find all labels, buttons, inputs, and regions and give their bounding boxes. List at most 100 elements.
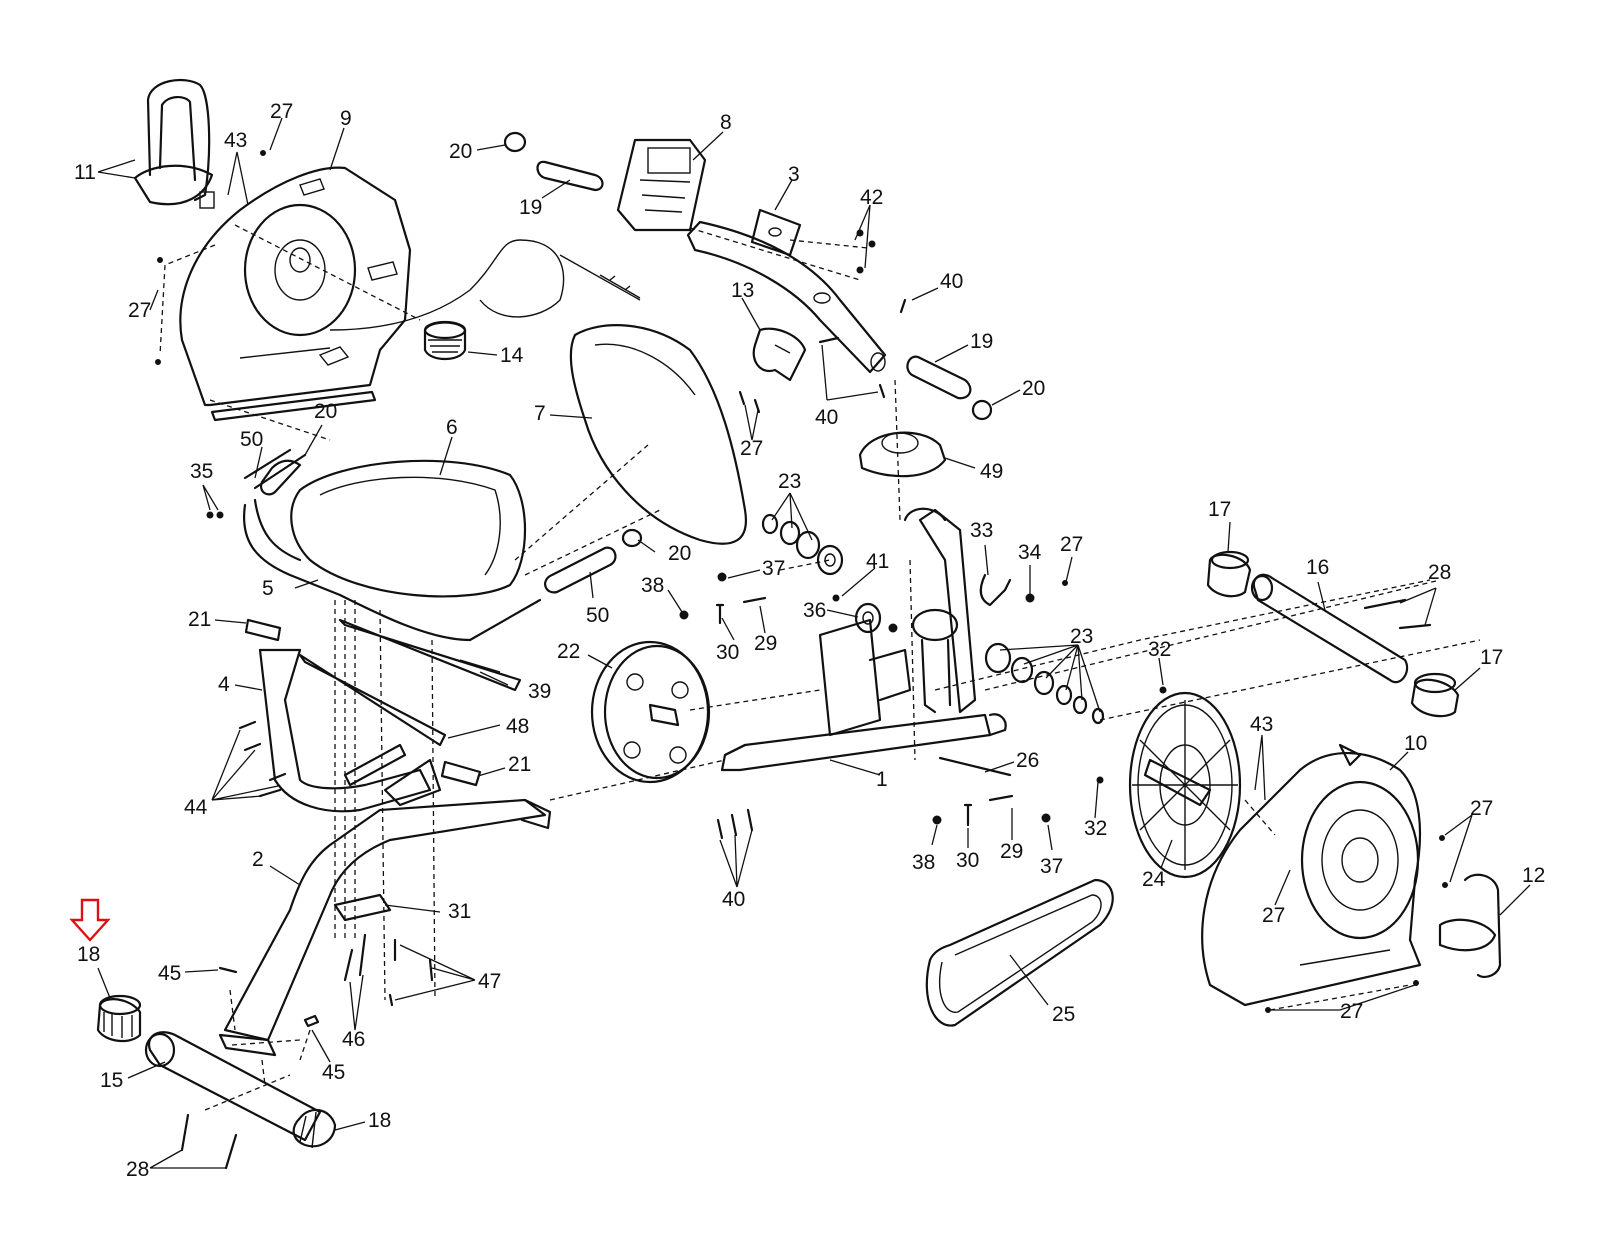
fasteners (155, 150, 1448, 1170)
label-part-30: 30 (716, 641, 739, 664)
label-part-20: 20 (1022, 377, 1045, 400)
seat-frame (243, 448, 617, 642)
seat-bracket (244, 618, 522, 813)
label-part-22: 22 (557, 640, 580, 663)
leader-lines (97, 117, 1531, 1169)
label-part-20: 20 (314, 400, 337, 423)
label-part-43: 43 (224, 129, 247, 152)
label-part-5: 5 (262, 577, 274, 600)
label-part-27: 27 (1262, 904, 1285, 927)
label-part-15: 15 (100, 1069, 123, 1092)
highlight-arrow (69, 898, 111, 942)
label-part-21: 21 (188, 608, 211, 631)
handle-post (686, 208, 887, 374)
label-part-48: 48 (506, 715, 529, 738)
idler-36 (854, 602, 882, 634)
label-part-34: 34 (1018, 541, 1042, 564)
label-part-24: 24 (1142, 868, 1166, 891)
cap-20 (621, 528, 643, 548)
label-part-8: 8 (720, 111, 732, 134)
bearings-23-lower (984, 642, 1105, 725)
console (616, 138, 707, 232)
label-part-36: 36 (803, 599, 826, 622)
label-part-41: 41 (866, 550, 889, 573)
label-part-4: 4 (218, 673, 230, 696)
label-part-28: 28 (1428, 561, 1451, 584)
label-part-46: 46 (342, 1028, 365, 1051)
end-cap-18-left (96, 994, 142, 1043)
label-part-37: 37 (1040, 855, 1063, 878)
label-part-16: 16 (1306, 556, 1329, 579)
main-frame (720, 507, 1007, 772)
label-part-27: 27 (270, 100, 293, 123)
crank-axle-16 (1250, 573, 1409, 684)
label-part-45: 45 (158, 962, 181, 985)
label-part-31: 31 (448, 900, 471, 923)
bearings-23-upper (761, 513, 844, 576)
label-part-13: 13 (731, 279, 754, 302)
handle-grip (503, 131, 993, 421)
label-part-39: 39 (528, 680, 551, 703)
flywheel-22 (590, 640, 711, 784)
label-part-19: 19 (970, 330, 993, 353)
tension-knob (329, 239, 641, 361)
label-part-20: 20 (449, 140, 472, 163)
label-part-38: 38 (641, 574, 664, 597)
part-labels: 11 43 27 9 27 20 19 8 3 42 40 19 20 13 1… (74, 100, 1545, 1181)
label-part-37: 37 (762, 557, 785, 580)
label-part-45: 45 (322, 1061, 345, 1084)
label-part-17: 17 (1208, 498, 1231, 521)
label-part-7: 7 (534, 402, 546, 425)
label-part-43: 43 (1250, 713, 1273, 736)
label-part-50: 50 (240, 428, 263, 451)
label-part-26: 26 (1016, 749, 1039, 772)
label-part-9: 9 (340, 107, 352, 130)
label-part-11: 11 (74, 161, 96, 184)
label-part-40: 40 (722, 888, 745, 911)
assembly-lines (159, 224, 1481, 1111)
label-part-20: 20 (668, 542, 691, 565)
label-part-35: 35 (190, 460, 213, 483)
label-part-44: 44 (184, 796, 208, 819)
bushing-17 (1206, 550, 1460, 718)
seat-back (569, 324, 747, 545)
label-part-30: 30 (956, 849, 979, 872)
shroud-49 (858, 431, 947, 478)
label-part-29: 29 (1000, 840, 1023, 863)
label-part-49: 49 (980, 460, 1003, 483)
label-part-40: 40 (940, 270, 963, 293)
left-shield (179, 166, 412, 422)
label-part-40: 40 (815, 406, 838, 429)
stabilizer-15 (144, 1031, 322, 1142)
label-part-21: 21 (508, 753, 531, 776)
label-part-42: 42 (860, 186, 883, 209)
belt-25 (925, 878, 1114, 1027)
label-part-27: 27 (740, 437, 763, 460)
label-part-32: 32 (1148, 638, 1171, 661)
label-part-50: 50 (586, 604, 609, 627)
spring-33 (979, 573, 1012, 607)
left-pedal (133, 78, 215, 209)
label-part-27: 27 (1340, 1000, 1363, 1023)
label-part-1: 1 (876, 768, 888, 791)
label-part-23: 23 (1070, 625, 1093, 648)
frame-tube-2 (218, 798, 552, 1057)
label-part-18-highlighted: 18 (77, 943, 100, 966)
label-part-3: 3 (788, 163, 800, 186)
label-part-14: 14 (500, 344, 524, 367)
label-part-38: 38 (912, 851, 935, 874)
seat-cushion (290, 459, 527, 598)
label-part-25: 25 (1052, 1003, 1075, 1026)
right-shield (1201, 743, 1422, 1007)
right-pedal (1438, 873, 1502, 979)
label-part-10: 10 (1404, 732, 1427, 755)
label-part-12: 12 (1522, 864, 1545, 887)
label-part-28: 28 (126, 1158, 149, 1181)
label-part-18: 18 (368, 1109, 391, 1132)
label-part-27: 27 (1060, 533, 1083, 556)
label-part-27: 27 (1470, 797, 1493, 820)
label-part-19: 19 (519, 196, 542, 219)
label-part-2: 2 (252, 848, 264, 871)
label-part-6: 6 (446, 416, 458, 439)
label-part-47: 47 (478, 970, 501, 993)
